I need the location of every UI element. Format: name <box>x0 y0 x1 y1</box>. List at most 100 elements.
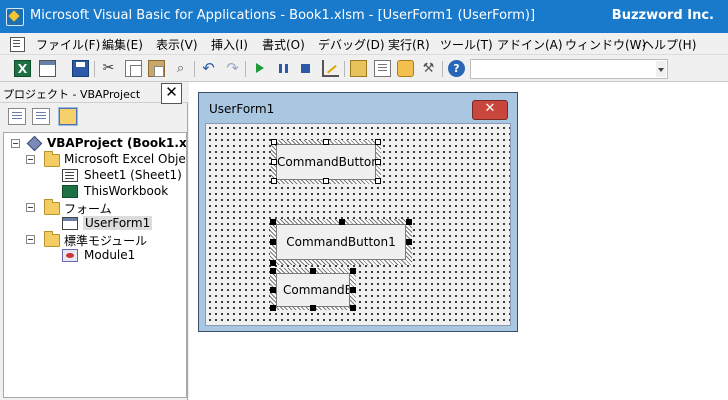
resize-handle[interactable] <box>270 219 276 225</box>
resize-handle[interactable] <box>375 178 381 184</box>
project-explorer-header: プロジェクト - VBAProject ✕ <box>0 82 188 104</box>
menu-debug[interactable]: デバッグ(D) <box>318 38 385 52</box>
tree-item-vbaproject[interactable]: VBAProject (Book1.xls <box>47 136 187 150</box>
worksheet-icon <box>62 169 78 182</box>
toolbar-separator <box>94 61 95 77</box>
project-tree: VBAProject (Book1.xls Microsoft Excel Ob… <box>3 132 187 398</box>
menu-file[interactable]: ファイル(F) <box>36 38 101 52</box>
collapse-icon[interactable] <box>26 155 35 164</box>
collapse-icon[interactable] <box>11 139 20 148</box>
resize-handle[interactable] <box>310 305 316 311</box>
insert-userform-icon[interactable] <box>39 60 56 77</box>
view-object-icon[interactable] <box>32 108 50 125</box>
userform-title: UserForm1 <box>209 102 275 116</box>
cut-icon[interactable]: ✂ <box>102 60 115 76</box>
tree-item-forms[interactable]: フォーム <box>64 202 112 216</box>
collapse-icon[interactable] <box>26 235 35 244</box>
resize-handle[interactable] <box>350 287 356 293</box>
help-icon[interactable]: ? <box>448 60 465 77</box>
toolbar-separator <box>194 61 195 77</box>
command-button-2[interactable]: CommandButton1 <box>276 224 406 260</box>
brand-label: Buzzword Inc. <box>611 8 714 23</box>
folder-icon <box>44 231 60 247</box>
menu-format[interactable]: 書式(O) <box>262 38 305 52</box>
menu-help[interactable]: ヘルプ(H) <box>642 38 697 52</box>
resize-handle[interactable] <box>406 219 412 225</box>
menu-bar: ファイル(F) 編集(E) 表示(V) 挿入(I) 書式(O) デバッグ(D) … <box>0 33 728 55</box>
close-icon[interactable]: ✕ <box>161 83 182 104</box>
tree-item-sheet1[interactable]: Sheet1 (Sheet1) <box>84 168 182 182</box>
userform-canvas[interactable]: CommandButton CommandButton1 CommandBu <box>205 123 511 326</box>
command-button-3[interactable]: CommandBu <box>276 273 350 307</box>
resize-handle[interactable] <box>271 159 277 165</box>
resize-handle[interactable] <box>323 139 329 145</box>
menu-tools[interactable]: ツール(T) <box>440 38 493 52</box>
close-icon[interactable]: ✕ <box>472 100 508 120</box>
module-icon <box>62 249 78 262</box>
break-icon[interactable] <box>275 60 292 77</box>
tree-item-userform1[interactable]: UserForm1 <box>83 216 153 230</box>
resize-handle[interactable] <box>270 305 276 311</box>
resize-handle[interactable] <box>339 219 345 225</box>
toolbar-separator <box>442 61 443 77</box>
location-dropdown[interactable] <box>470 59 668 79</box>
title-bar: Microsoft Visual Basic for Applications … <box>0 0 728 33</box>
collapse-icon[interactable] <box>26 203 35 212</box>
standard-toolbar: ✂ ⌕ ↶ ↷ ⚒ ? <box>0 56 728 82</box>
project-explorer-title: プロジェクト - VBAProject <box>3 88 141 101</box>
resize-handle[interactable] <box>270 260 276 266</box>
toolbar-separator <box>344 61 345 77</box>
menu-view[interactable]: 表示(V) <box>156 38 198 52</box>
resize-handle[interactable] <box>270 268 276 274</box>
vba-app-icon <box>6 8 24 26</box>
toggle-folders-icon[interactable] <box>58 107 78 126</box>
resize-handle[interactable] <box>350 305 356 311</box>
undo-icon[interactable]: ↶ <box>202 59 215 77</box>
chevron-down-icon[interactable] <box>656 61 666 77</box>
toolbox-icon[interactable]: ⚒ <box>422 61 435 76</box>
reset-icon[interactable] <box>297 60 314 77</box>
resize-handle[interactable] <box>375 159 381 165</box>
tree-item-excel-objects[interactable]: Microsoft Excel Object <box>64 152 187 166</box>
copy-icon[interactable] <box>125 60 142 77</box>
object-browser-icon[interactable] <box>397 60 414 77</box>
paste-icon[interactable] <box>148 60 165 77</box>
folder-icon <box>44 199 60 215</box>
command-button-1[interactable]: CommandButton <box>276 144 376 180</box>
window-title: Microsoft Visual Basic for Applications … <box>30 8 536 23</box>
redo-icon[interactable]: ↷ <box>226 59 239 77</box>
project-explorer-panel: プロジェクト - VBAProject ✕ VBAProject (Book1.… <box>0 82 188 400</box>
tree-item-module1[interactable]: Module1 <box>84 248 136 262</box>
folder-icon <box>44 151 60 167</box>
menu-window[interactable]: ウィンドウ(W) <box>565 38 647 52</box>
vbaproject-icon <box>26 135 43 152</box>
tree-item-modules[interactable]: 標準モジュール <box>64 234 148 248</box>
project-explorer-icon[interactable] <box>350 60 367 77</box>
userform-icon <box>62 217 78 230</box>
resize-handle[interactable] <box>406 239 412 245</box>
workbook-icon <box>62 185 78 198</box>
toolbar-separator <box>245 61 246 77</box>
resize-handle[interactable] <box>375 139 381 145</box>
resize-handle[interactable] <box>310 268 316 274</box>
run-icon[interactable] <box>251 60 268 77</box>
project-explorer-toolbar <box>0 104 188 153</box>
resize-handle[interactable] <box>350 268 356 274</box>
tree-item-thisworkbook[interactable]: ThisWorkbook <box>84 184 169 198</box>
menu-addins[interactable]: アドイン(A) <box>497 38 563 52</box>
resize-handle[interactable] <box>270 287 276 293</box>
system-menu-icon[interactable] <box>10 37 25 52</box>
resize-handle[interactable] <box>270 239 276 245</box>
excel-icon[interactable] <box>14 60 31 77</box>
menu-edit[interactable]: 編集(E) <box>102 38 143 52</box>
design-mode-icon[interactable] <box>322 60 339 77</box>
properties-window-icon[interactable] <box>374 60 391 77</box>
save-icon[interactable] <box>72 60 89 77</box>
view-code-icon[interactable] <box>8 108 26 125</box>
resize-handle[interactable] <box>271 178 277 184</box>
menu-insert[interactable]: 挿入(I) <box>211 38 248 52</box>
find-icon[interactable]: ⌕ <box>176 61 185 76</box>
menu-run[interactable]: 実行(R) <box>388 38 430 52</box>
resize-handle[interactable] <box>271 139 277 145</box>
resize-handle[interactable] <box>323 178 329 184</box>
